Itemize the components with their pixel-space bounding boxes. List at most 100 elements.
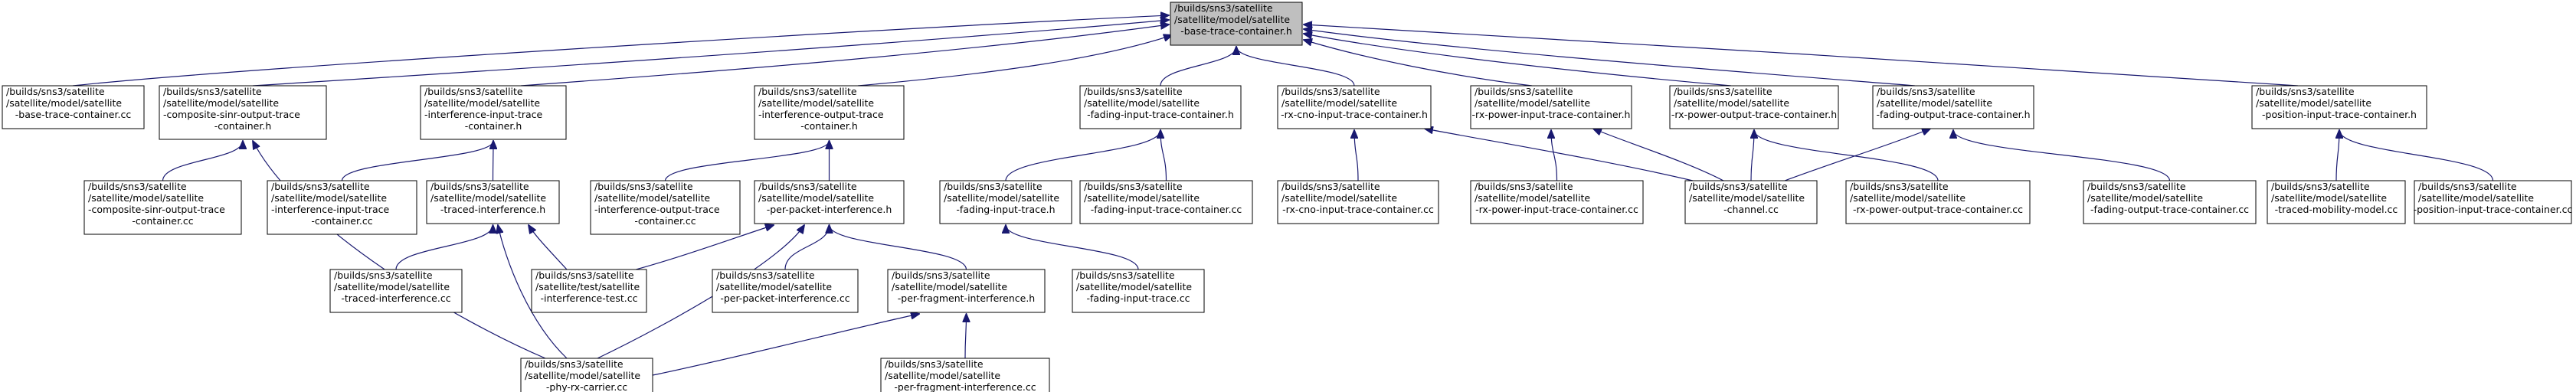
node-label-line: -container.h: [800, 120, 858, 132]
node-label-line: /satellite/model/satellite: [525, 370, 640, 381]
edge-channel_cc-to-rxpin_h: [1593, 129, 1724, 181]
node-pfi_cc[interactable]: /builds/sns3/satellite/satellite/model/s…: [880, 358, 1050, 392]
node-box: [1470, 180, 1644, 224]
edge-interf_in_h-to-root: [520, 24, 1169, 87]
node-label-line: /builds/sns3/satellite: [2087, 181, 2186, 192]
node-label-line: -interference-input-trace: [424, 109, 543, 120]
node-label-line: /satellite/model/satellite: [758, 192, 874, 204]
node-label-line: /builds/sns3/satellite: [716, 270, 815, 281]
node-fading_in_cc[interactable]: /builds/sns3/satellite/satellite/model/s…: [1079, 180, 1253, 224]
node-fading_cc[interactable]: /builds/sns3/satellite/satellite/model/s…: [1072, 269, 1205, 313]
node-rxpin_h[interactable]: /builds/sns3/satellite/satellite/model/s…: [1470, 85, 1632, 129]
node-box: [83, 180, 242, 235]
node-label-line: /builds/sns3/satellite: [1850, 181, 1949, 192]
node-box: [939, 180, 1072, 224]
node-label-line: /builds/sns3/satellite: [1877, 86, 1975, 97]
node-label-line: /satellite/model/satellite: [430, 192, 546, 204]
node-label-line: /satellite/test/satellite: [535, 281, 640, 292]
node-label-line: /builds/sns3/satellite: [334, 270, 433, 281]
node-fadout_h[interactable]: /builds/sns3/satellite/satellite/model/s…: [1872, 85, 2034, 129]
edge-mobility_cc-to-pos_h: [2336, 130, 2339, 181]
node-label-line: -fading-input-trace.cc: [1087, 292, 1190, 304]
edge-traced_cc-to-traced_h: [395, 225, 493, 270]
node-label-line: -channel.cc: [1723, 204, 1779, 215]
node-label-line: -rx-cno-input-trace-container.cc: [1282, 204, 1434, 215]
node-mobility_cc[interactable]: /builds/sns3/satellite/satellite/model/s…: [2267, 180, 2406, 224]
node-label-line: /builds/sns3/satellite: [1674, 86, 1772, 97]
node-interf_out_h[interactable]: /builds/sns3/satellite/satellite/model/s…: [754, 85, 905, 140]
node-label-line: /satellite/model/satellite: [1475, 97, 1590, 109]
node-label-line: -interference-input-trace: [271, 204, 390, 215]
edge-fadout_h-to-root: [1304, 29, 1916, 87]
edge-fadout_cc-to-fadout_h: [1953, 130, 2171, 181]
node-rxpin_cc[interactable]: /builds/sns3/satellite/satellite/model/s…: [1470, 180, 1644, 224]
node-label-line: /satellite/model/satellite: [424, 97, 540, 109]
node-rxcno_cc[interactable]: /builds/sns3/satellite/satellite/model/s…: [1277, 180, 1439, 224]
node-ppi_h[interactable]: /builds/sns3/satellite/satellite/model/s…: [754, 180, 905, 224]
node-label-line: /builds/sns3/satellite: [424, 86, 523, 97]
node-label-line: /satellite/model/satellite: [163, 97, 279, 109]
node-label-line: /satellite/model/satellite: [88, 192, 204, 204]
node-ppi_cc[interactable]: /builds/sns3/satellite/satellite/model/s…: [712, 269, 859, 313]
node-box: [1072, 269, 1205, 313]
node-label-line: /builds/sns3/satellite: [1084, 181, 1183, 192]
node-rxpout_cc[interactable]: /builds/sns3/satellite/satellite/model/s…: [1845, 180, 2031, 224]
node-box: [880, 358, 1050, 392]
node-label-line: -traced-mobility-model.cc: [2275, 204, 2398, 215]
node-box: [1684, 180, 1818, 224]
node-base_cc[interactable]: /builds/sns3/satellite/satellite/model/s…: [2, 85, 145, 129]
node-label-line: -position-input-trace-container.h: [2262, 109, 2417, 120]
edge-phy_cc-to-traced_h: [498, 225, 568, 359]
node-comp_cc[interactable]: /builds/sns3/satellite/satellite/model/s…: [83, 180, 242, 235]
node-box: [531, 269, 647, 313]
node-pfi_h[interactable]: /builds/sns3/satellite/satellite/model/s…: [887, 269, 1046, 313]
node-label-line: -fading-input-trace.h: [956, 204, 1055, 215]
node-label-line: /satellite/model/satellite: [594, 192, 710, 204]
node-rxpout_h[interactable]: /builds/sns3/satellite/satellite/model/s…: [1669, 85, 1839, 129]
node-traced_cc[interactable]: /builds/sns3/satellite/satellite/model/s…: [329, 269, 463, 313]
node-fading_in_h[interactable]: /builds/sns3/satellite/satellite/model/s…: [1079, 85, 1242, 129]
node-label-line: /builds/sns3/satellite: [2271, 181, 2370, 192]
node-label-line: /builds/sns3/satellite: [594, 181, 693, 192]
node-box: [329, 269, 463, 313]
node-label-line: /builds/sns3/satellite: [1076, 270, 1175, 281]
node-fading_h[interactable]: /builds/sns3/satellite/satellite/model/s…: [939, 180, 1072, 224]
node-channel_cc[interactable]: /builds/sns3/satellite/satellite/model/s…: [1684, 180, 1818, 224]
node-label-line: -container.cc: [311, 215, 372, 227]
node-interf_in_h[interactable]: /builds/sns3/satellite/satellite/model/s…: [420, 85, 567, 140]
node-traced_h[interactable]: /builds/sns3/satellite/satellite/model/s…: [426, 180, 560, 224]
node-interf_in_cc[interactable]: /builds/sns3/satellite/satellite/model/s…: [267, 180, 417, 235]
node-box: [754, 180, 905, 224]
node-label-line: /satellite/model/satellite: [1174, 14, 1290, 25]
node-interf_out_cc[interactable]: /builds/sns3/satellite/satellite/model/s…: [590, 180, 741, 235]
node-label-line: /satellite/model/satellite: [1877, 97, 1992, 109]
node-rxcno_h[interactable]: /builds/sns3/satellite/satellite/model/s…: [1277, 85, 1432, 129]
edge-comp_cc-to-comp_h: [162, 141, 244, 181]
edge-phy_cc-to-comp_h: [253, 141, 546, 359]
node-label-line: -per-packet-interference.h: [767, 204, 892, 215]
node-comp_h[interactable]: /builds/sns3/satellite/satellite/model/s…: [159, 85, 327, 140]
node-label-line: /satellite/model/satellite: [1281, 192, 1397, 204]
node-test_cc[interactable]: /builds/sns3/satellite/satellite/test/sa…: [531, 269, 647, 313]
node-label-line: -fading-output-trace-container.h: [1876, 109, 2030, 120]
edge-interf_in_cc-to-interf_in_h: [341, 141, 494, 181]
node-label-line: -container.h: [214, 120, 272, 132]
node-label-line: /builds/sns3/satellite: [535, 270, 634, 281]
node-phy_cc[interactable]: /builds/sns3/satellite/satellite/model/s…: [520, 358, 653, 392]
node-label-line: /satellite/model/satellite: [892, 281, 1007, 292]
node-box: [520, 358, 653, 392]
node-label-line: -rx-power-input-trace-container.h: [1472, 109, 1631, 120]
node-label-line: /satellite/model/satellite: [1076, 281, 1192, 292]
node-label-line: -per-fragment-interference.cc: [894, 381, 1036, 392]
node-box: [2083, 180, 2257, 224]
edge-interf_out_h-to-root: [857, 35, 1172, 87]
edge-rxpout_cc-to-rxpout_h: [1754, 130, 1939, 181]
edge-base_cc-to-root: [72, 15, 1169, 87]
edge-phy_cc-to-pfi_h: [652, 314, 919, 376]
node-fadout_cc[interactable]: /builds/sns3/satellite/satellite/model/s…: [2083, 180, 2257, 224]
node-pos_h[interactable]: /builds/sns3/satellite/satellite/model/s…: [2251, 85, 2427, 129]
node-pos_cc[interactable]: /builds/sns3/satellite/satellite/model/s…: [2414, 180, 2573, 224]
edge-channel_cc-to-fadout_h: [1784, 129, 1930, 181]
edge-fading_cc-to-fading_h: [1006, 225, 1139, 270]
node-box: [1470, 85, 1632, 129]
